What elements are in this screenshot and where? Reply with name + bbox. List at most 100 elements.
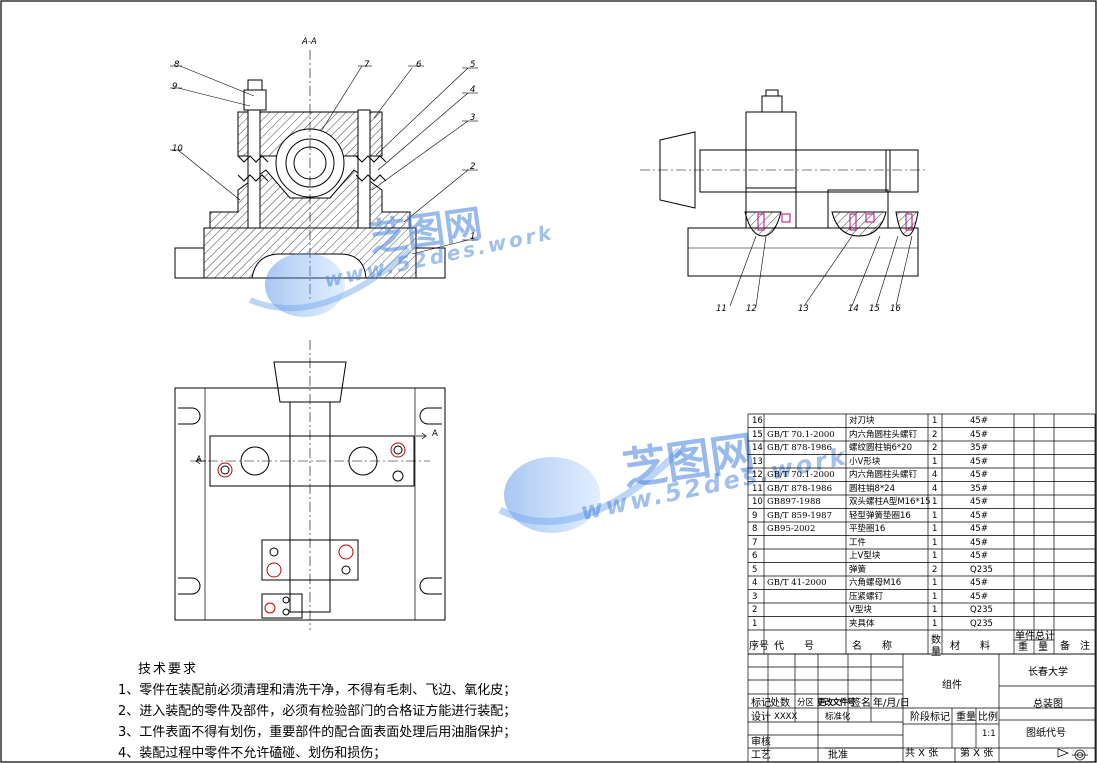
bom-qty-8: 1 (932, 524, 938, 534)
bom-no-2: 2 (752, 605, 758, 615)
balloon-8: 8 (174, 60, 180, 70)
bom-no-7: 7 (752, 537, 758, 548)
bom-material-9: 45# (970, 510, 988, 521)
tb-stage: 阶段标记 (910, 712, 950, 723)
bom-material-13: 45# (970, 456, 988, 467)
balloon-1: 1 (470, 232, 476, 242)
bom-hdr-code: 代 号 (774, 641, 814, 652)
bom-hdr-unit: 单件 (1015, 631, 1035, 642)
balloon-10: 10 (172, 144, 183, 154)
section-mark-left: A (196, 455, 202, 465)
bom-hdr-material: 材 料 (950, 641, 990, 652)
balloon-4: 4 (470, 85, 476, 95)
tb-date: 年/月/日 (873, 698, 910, 709)
bom-no-5: 5 (752, 564, 758, 575)
bom-material-8: 45# (970, 524, 988, 534)
bom-material-3: 45# (970, 591, 988, 602)
bom-material-6: 45# (970, 551, 988, 561)
bom-name-11: 圆柱销8*24 (849, 483, 895, 494)
bom-hdr-remark: 备 注 (1060, 641, 1090, 652)
balloon-14: 14 (848, 304, 859, 314)
bom-material-10: 45# (970, 497, 988, 507)
bom-qty-14: 2 (932, 443, 938, 453)
section-label: A-A (302, 37, 317, 47)
bom-material-2: Q235 (970, 605, 993, 615)
bom-code-8: GB95-2002 (767, 524, 816, 534)
bom-qty-12: 4 (932, 470, 938, 480)
balloon-9: 9 (172, 82, 178, 92)
side-view (640, 89, 928, 307)
bom-name-3: 压紧螺钉 (849, 591, 884, 602)
tb-approve: 批准 (828, 750, 848, 761)
bom-no-6: 6 (752, 551, 758, 561)
bom-name-9: 轻型弹簧垫圈16 (849, 510, 911, 521)
bom-no-14: 14 (752, 443, 763, 453)
bom-no-4: 4 (752, 578, 758, 588)
bom-hdr-weight: 重 量 (1018, 642, 1048, 653)
tb-sheets-total: 共 X 张 (905, 748, 939, 759)
tech-requirement-4: 4、装配过程中零件不允许磕碰、划伤和损伤； (118, 746, 387, 761)
tb-sheet-no: 第 X 张 (960, 748, 994, 759)
balloon-12: 12 (746, 304, 757, 314)
bom-qty-16: 1 (932, 416, 938, 426)
bom-hdr-name: 名 称 (852, 641, 892, 652)
tb-process: 工艺 (751, 750, 771, 761)
bom-code-10: GB897-1988 (767, 497, 821, 507)
tb-scale: 1:1 (982, 729, 996, 739)
bom-qty-9: 1 (932, 510, 938, 521)
bom-material-11: 35# (970, 483, 988, 494)
bom-no-1: 1 (752, 618, 758, 629)
tb-mark: 标记 (751, 698, 771, 709)
balloon-7: 7 (364, 60, 370, 70)
bom-material-16: 45# (970, 416, 988, 426)
bom-code-11: GB/T 878-1986 (767, 483, 832, 494)
bom-material-1: Q235 (970, 618, 993, 629)
bom-qty-13: 1 (932, 456, 938, 467)
tb-std-label: 标准化 (825, 712, 851, 722)
balloon-6: 6 (416, 60, 422, 70)
bom-code-15: GB/T 70.1-2000 (767, 429, 835, 440)
bom-qty-1: 1 (932, 618, 938, 629)
bom-name-2: V型块 (849, 605, 872, 615)
section-mark-right: A (432, 429, 438, 439)
bom-qty-11: 4 (932, 483, 938, 494)
bom-name-14: 螺纹圆柱销6*20 (849, 443, 912, 453)
balloon-2: 2 (470, 162, 476, 172)
tech-requirements-title: 技术要求 (138, 662, 199, 677)
bom-name-13: 小V形块 (849, 456, 881, 467)
tb-review: 审核 (751, 737, 771, 748)
bom-name-7: 工件 (849, 537, 867, 548)
bom-qty-4: 1 (932, 578, 938, 588)
balloon-5: 5 (470, 60, 476, 70)
tb-designer-label: 设计 (751, 712, 771, 723)
tb-designer: XXXX (774, 712, 798, 722)
bom-no-16: 16 (752, 416, 763, 426)
tb-drawing-name: 总装图 (1033, 699, 1063, 710)
balloon-15: 15 (869, 304, 880, 314)
top-view (174, 340, 446, 630)
bom-no-8: 8 (752, 524, 758, 534)
bom-no-13: 13 (752, 456, 763, 467)
bom-no-9: 9 (752, 510, 758, 521)
bom-qty-5: 2 (932, 564, 938, 575)
bom-qty-15: 2 (932, 429, 938, 440)
bom-name-4: 六角螺母M16 (849, 578, 902, 588)
tb-drawing-code: 图纸代号 (1026, 728, 1066, 739)
bom-code-14: GB/T 878-1986 (767, 443, 832, 453)
tech-requirement-2: 2、进入装配的零件及部件，必须有检验部门的合格证方能进行装配； (118, 704, 517, 719)
bom-code-4: GB/T 41-2000 (767, 578, 827, 588)
bom-material-5: Q235 (970, 564, 993, 575)
bom-no-11: 11 (752, 483, 763, 494)
balloon-16: 16 (890, 304, 901, 314)
bom-no-12: 12 (752, 470, 763, 480)
bom-material-7: 45# (970, 537, 988, 548)
bom-name-6: 上V型块 (849, 551, 881, 561)
bom-qty-3: 1 (932, 591, 938, 602)
bom-qty-2: 1 (932, 605, 938, 615)
tb-count: 处数 (770, 698, 790, 709)
tb-school: 长春大学 (1028, 667, 1068, 678)
bom-name-8: 平垫圈16 (849, 524, 886, 534)
tech-requirement-3: 3、工件表面不得有划伤，重要部件的配合面表面处理后用油脂保护； (118, 725, 517, 740)
